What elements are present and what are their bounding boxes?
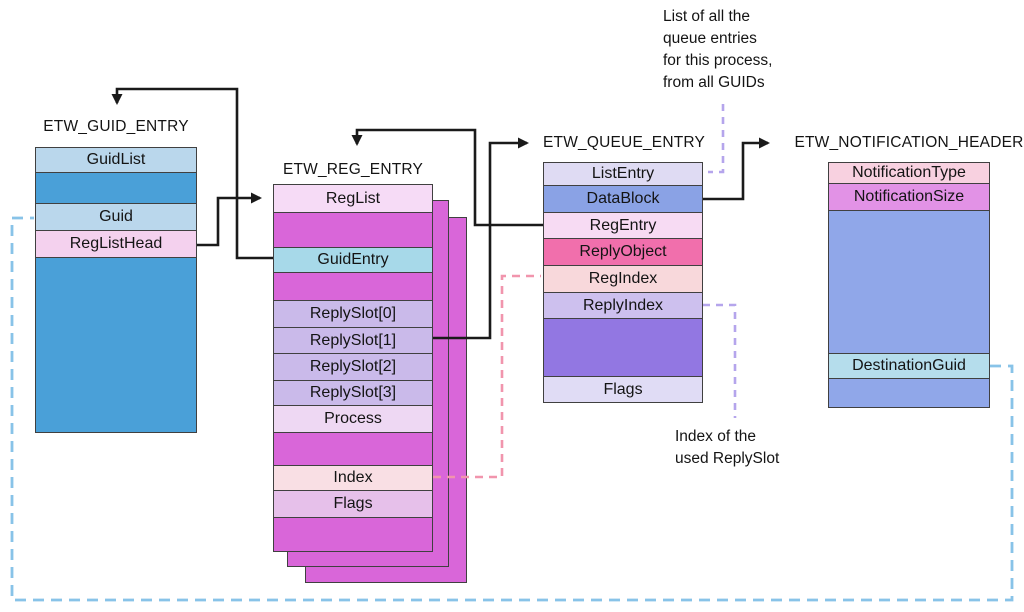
note-queue-entries: List of all the queue entries for this p… bbox=[663, 8, 773, 91]
field-listentry: ListEntry bbox=[544, 163, 702, 186]
field-process: Process bbox=[274, 406, 432, 433]
filler-row bbox=[274, 518, 432, 551]
field-flags: Flags bbox=[274, 491, 432, 518]
etw-reg-entry-box: RegList GuidEntry ReplySlot[0] ReplySlot… bbox=[273, 184, 433, 552]
etw-notification-header-box: NotificationType NotificationSize Destin… bbox=[828, 162, 990, 408]
etw-notification-header-title: ETW_NOTIFICATION_HEADER bbox=[794, 134, 1024, 151]
field-datablock: DataBlock bbox=[544, 186, 702, 213]
field-reglisthead: RegListHead bbox=[36, 231, 196, 258]
field-replyindex: ReplyIndex bbox=[544, 293, 702, 319]
field-replyslot-1: ReplySlot[1] bbox=[274, 328, 432, 354]
field-notificationtype: NotificationType bbox=[829, 163, 989, 184]
filler-row bbox=[829, 211, 989, 354]
field-regentry: RegEntry bbox=[544, 213, 702, 239]
etw-guid-entry-box: GuidList Guid RegListHead bbox=[35, 147, 197, 433]
filler-row bbox=[274, 273, 432, 301]
field-notificationsize: NotificationSize bbox=[829, 184, 989, 211]
dashed-link-listentry-to-note bbox=[708, 104, 725, 174]
filler-row bbox=[36, 258, 196, 432]
dashed-link-replyindex-to-note bbox=[703, 303, 737, 418]
field-guid: Guid bbox=[36, 204, 196, 231]
filler-row bbox=[544, 319, 702, 377]
filler-row bbox=[274, 433, 432, 466]
field-guidlist: GuidList bbox=[36, 148, 196, 173]
field-regindex: RegIndex bbox=[544, 266, 702, 293]
etw-guid-entry-title: ETW_GUID_ENTRY bbox=[43, 118, 189, 135]
field-reglist: RegList bbox=[274, 185, 432, 213]
field-replyslot-3: ReplySlot[3] bbox=[274, 381, 432, 406]
filler-row bbox=[829, 379, 989, 407]
etw-reg-entry-title: ETW_REG_ENTRY bbox=[282, 161, 424, 178]
etw-queue-entry-box: ListEntry DataBlock RegEntry ReplyObject… bbox=[543, 162, 703, 403]
filler-row bbox=[274, 213, 432, 248]
arrow-datablock-to-etw-notification-header bbox=[703, 137, 770, 201]
field-queue-flags: Flags bbox=[544, 377, 702, 402]
note-replyslot-index: Index of the used ReplySlot bbox=[675, 428, 780, 467]
field-index: Index bbox=[274, 466, 432, 491]
field-destinationguid: DestinationGuid bbox=[829, 354, 989, 379]
filler-row bbox=[36, 173, 196, 204]
field-replyobject: ReplyObject bbox=[544, 239, 702, 266]
field-guidentry: GuidEntry bbox=[274, 248, 432, 273]
etw-queue-entry-title: ETW_QUEUE_ENTRY bbox=[543, 134, 706, 151]
field-replyslot-0: ReplySlot[0] bbox=[274, 301, 432, 328]
arrow-reglisthead-to-reglist bbox=[197, 192, 262, 247]
field-replyslot-2: ReplySlot[2] bbox=[274, 354, 432, 381]
